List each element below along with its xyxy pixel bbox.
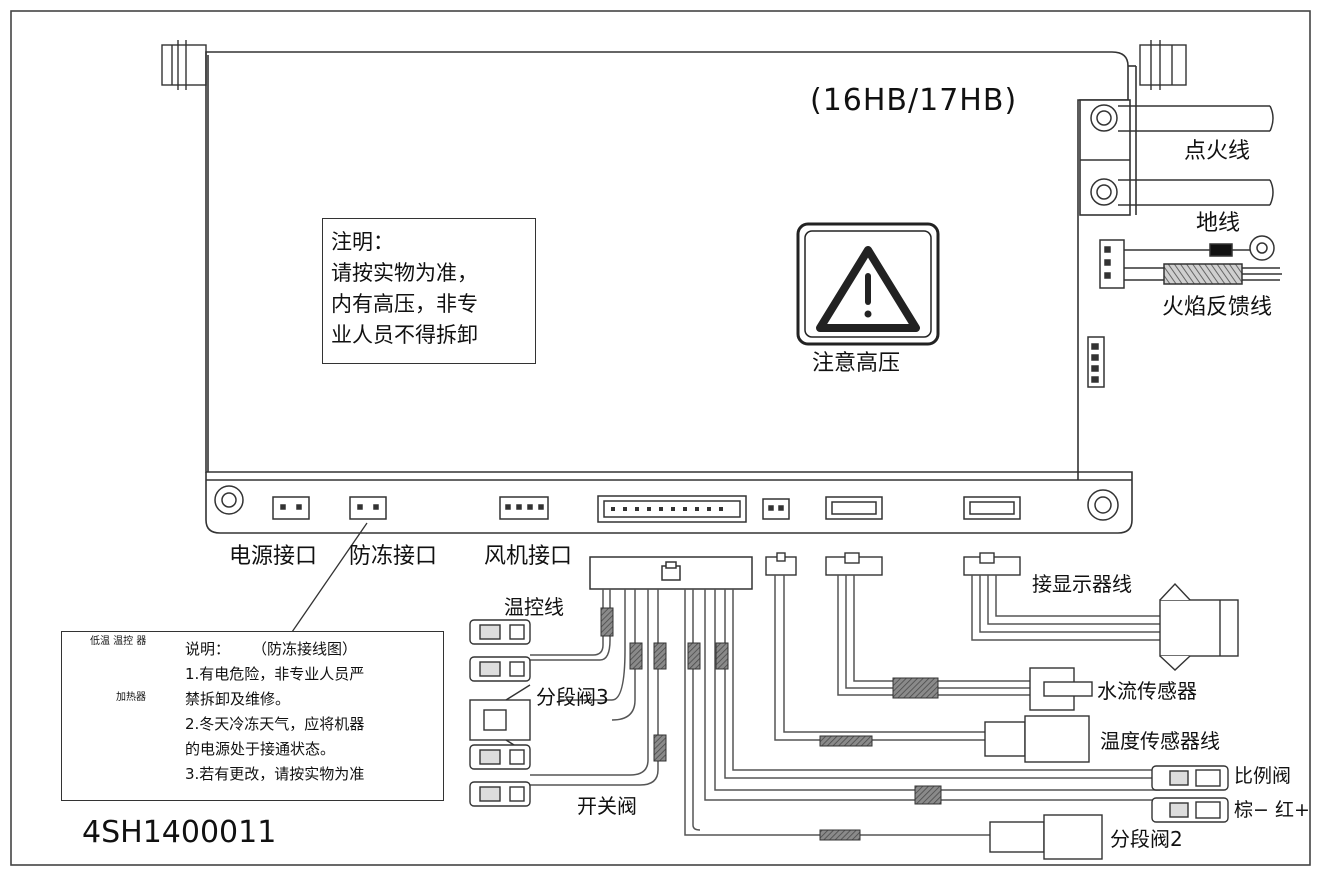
ground-connector (1099, 235, 1282, 289)
proportional-valve-label: 比例阀 (1234, 765, 1292, 787)
terminals-left (469, 619, 531, 807)
thermostat-wire-label: 温控线 (504, 595, 564, 619)
description-line-2: 禁拆卸及维修。 (185, 690, 291, 708)
display-wire-label: 接显示器线 (1032, 572, 1132, 596)
description-subtitle: （防冻接线图） (252, 640, 358, 658)
antifreeze-description: 说明： （防冻接线图） 1.有电危险，非专业人员严 禁拆卸及维修。 2.冬天冷冻天… (185, 637, 364, 787)
polarity-label: 棕− 红+ (1234, 799, 1310, 821)
note-line-1: 请按实物为准， (331, 261, 478, 285)
description-line-3: 2.冬天冷冻天气，应将机器 (185, 715, 365, 733)
description-title: 说明： (185, 640, 231, 658)
harness-plugs (765, 552, 1021, 576)
segment-valve-3-label: 分段阀3 (536, 685, 609, 709)
description-line-5: 3.若有更改，请按实物为准 (185, 765, 365, 783)
heater-label: 加热器 (116, 692, 146, 703)
side-connector (1087, 336, 1105, 388)
antifreeze-leader (291, 522, 368, 633)
mounting-tab-left (161, 40, 207, 90)
flame-feedback-label: 火焰反馈线 (1162, 295, 1273, 320)
outer-frame (10, 10, 1311, 866)
low-temp-controller-label: 低温 温控 器 (90, 636, 147, 647)
switch-valve-label: 开关阀 (577, 794, 637, 818)
part-number: 4SH1400011 (82, 815, 277, 850)
segment-valve-2-label: 分段阀2 (1110, 827, 1183, 851)
power-port-label: 电源接口 (229, 544, 318, 569)
model-label: (16HB/17HB) (810, 83, 1018, 118)
wire-sleeves (600, 607, 942, 841)
board-connectors (272, 495, 1021, 523)
note-box: 注明： 请按实物为准， 内有高压，非专 业人员不得拆卸 (322, 218, 536, 364)
fan-port-label: 风机接口 (484, 544, 573, 569)
antifreeze-description-box (61, 631, 444, 801)
mounting-tab-right (1139, 40, 1187, 90)
description-line-4: 的电源处于接通状态。 (185, 740, 336, 758)
ignition-label: 点火线 (1184, 139, 1251, 164)
note-line-2: 内有高压，非专 (331, 292, 478, 316)
harness-header (589, 556, 753, 590)
warning-label: 注意高压 (812, 351, 901, 376)
water-flow-sensor-label: 水流传感器 (1097, 679, 1197, 703)
description-line-1: 1.有电危险，非专业人员严 (185, 665, 365, 683)
screw-holes (214, 104, 1119, 521)
circuit-board (205, 51, 1137, 534)
note-title: 注明： (331, 230, 394, 254)
temp-sensor-label: 温度传感器线 (1100, 729, 1220, 753)
terminals-right (984, 582, 1239, 860)
harness-wires (530, 575, 1160, 836)
ignition-cables (1118, 105, 1274, 206)
ground-label: 地线 (1196, 211, 1241, 236)
antifreeze-port-label: 防冻接口 (349, 544, 438, 569)
note-line-3: 业人员不得拆卸 (331, 323, 478, 347)
warning-sign (796, 222, 940, 346)
